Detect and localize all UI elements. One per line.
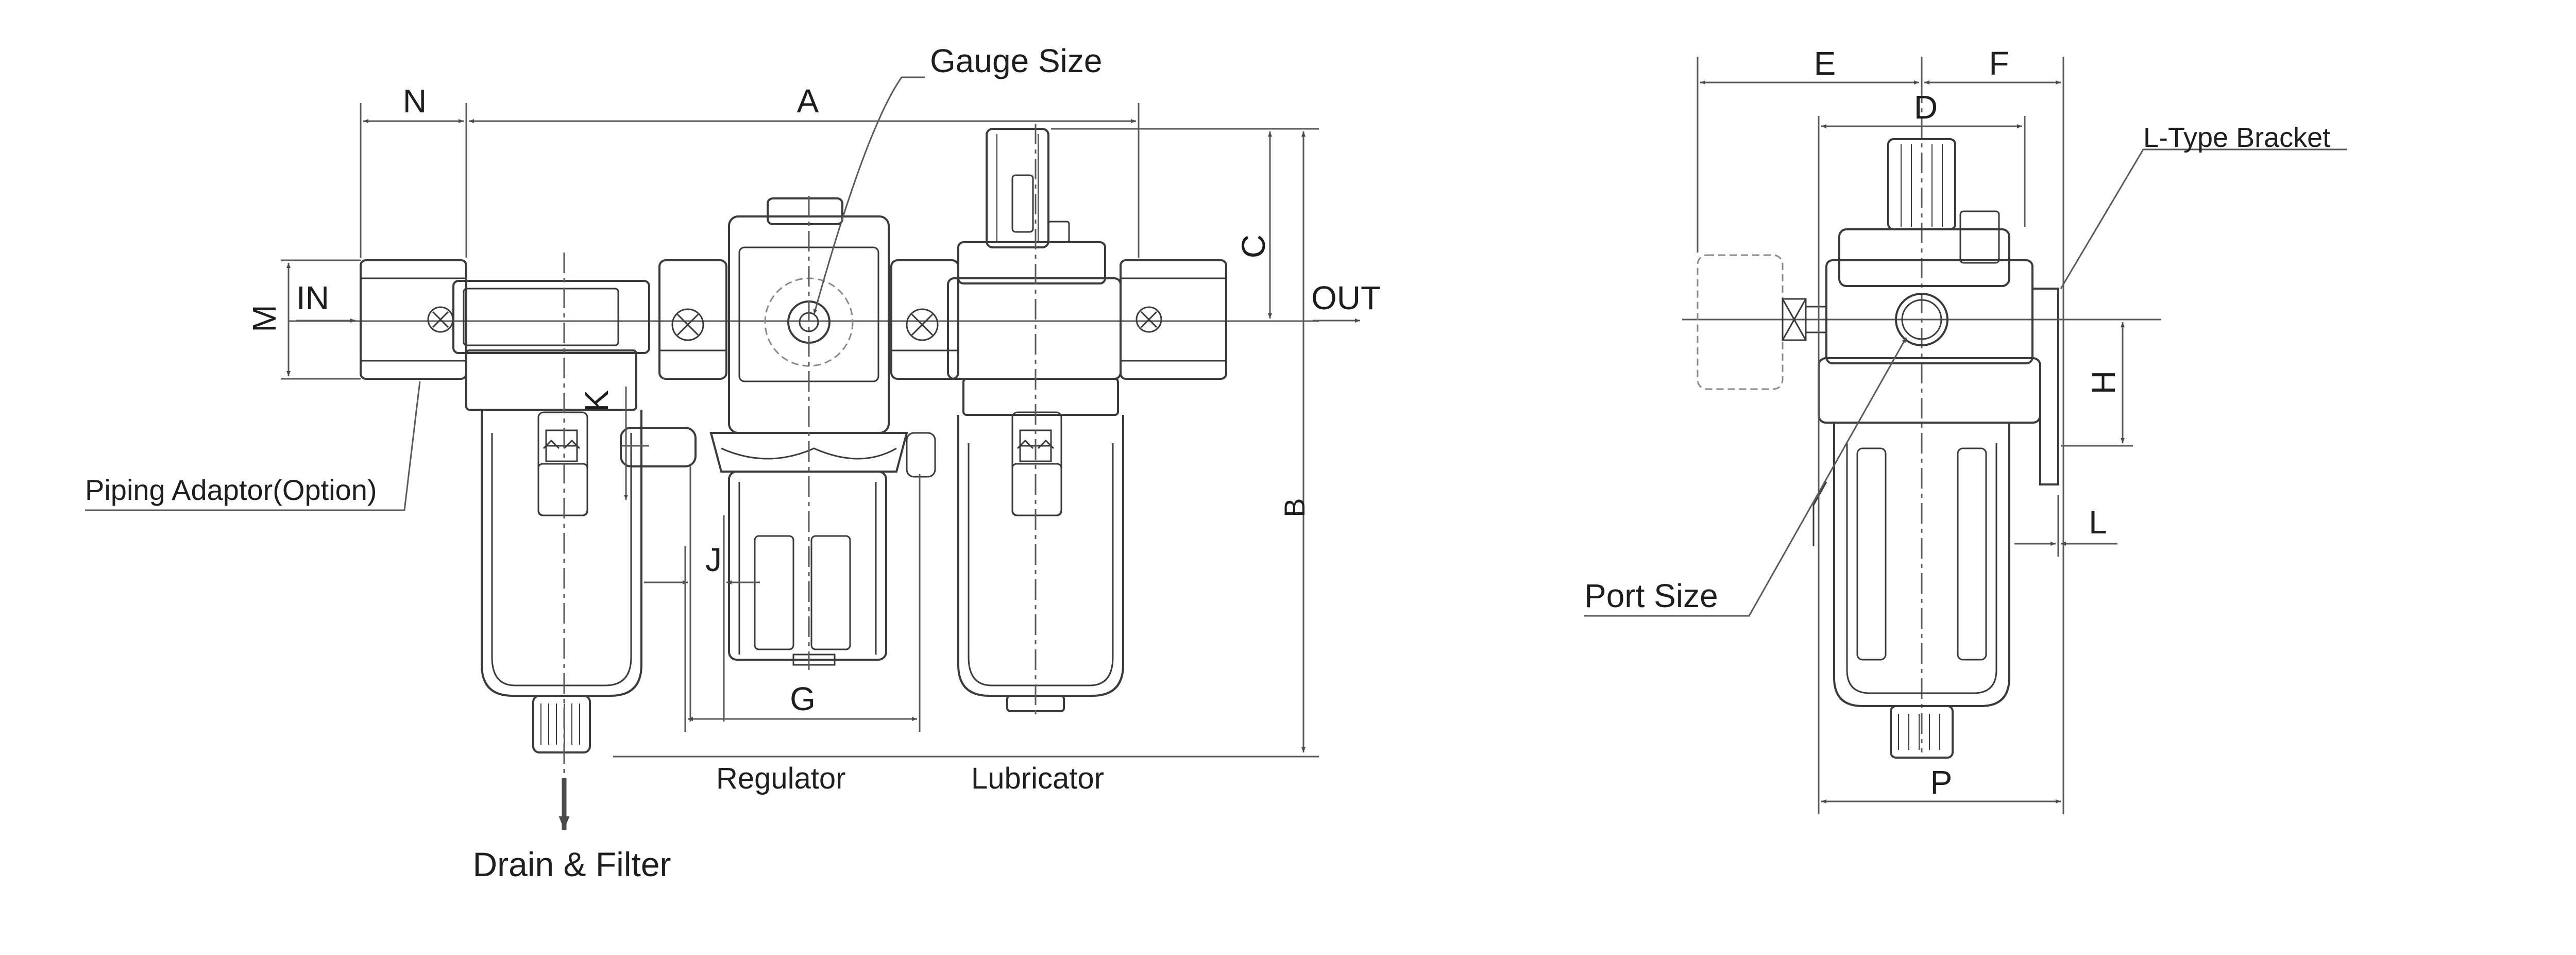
inlet-port-block	[360, 259, 467, 380]
dim-k-label: K	[578, 390, 615, 412]
dim-b-label: B	[1278, 498, 1311, 517]
drain-filter-callout: Drain & Filter	[472, 845, 671, 883]
side-port	[1895, 293, 1948, 346]
regulator-label: Regulator	[716, 762, 845, 795]
dim-l-label: L	[2089, 504, 2107, 541]
dim-h-label: H	[2085, 371, 2122, 394]
dim-g-label: G	[790, 680, 816, 717]
side-collar	[1818, 357, 2041, 424]
dim-c-label: C	[1235, 234, 1272, 258]
outlet-screw	[1136, 306, 1162, 333]
dim-m-label: M	[246, 305, 283, 332]
lubricator-unit	[947, 128, 1124, 712]
filter-drain-knob	[532, 695, 591, 753]
side-view-dimensions	[1584, 57, 2347, 814]
regulator-unit	[709, 197, 936, 666]
dim-d-label: D	[1914, 89, 1938, 126]
side-top-cap	[1887, 138, 2000, 264]
side-drain-knob	[1890, 705, 1954, 759]
lubricator-label: Lubricator	[971, 762, 1104, 795]
port-size-leader	[1584, 337, 1907, 617]
lubricator-cap	[986, 128, 1049, 248]
regulator-knob-collar	[709, 432, 908, 473]
side-view	[1682, 82, 2161, 759]
front-view-labels: N A Gauge Size C B M IN OUT K J G Piping…	[85, 42, 1381, 883]
piping-adaptor-leader	[85, 381, 421, 511]
in-port-label: IN	[296, 279, 329, 316]
dim-f-label: F	[1989, 45, 2009, 82]
dim-a-label: A	[797, 82, 819, 120]
filter-side-button	[620, 427, 697, 467]
l-type-bracket-callout: L-Type Bracket	[2143, 122, 2330, 153]
regulator-knob	[728, 471, 887, 661]
dim-p-label: P	[1930, 764, 1953, 801]
l-type-bracket	[2032, 288, 2059, 485]
side-body-top	[1838, 228, 2010, 287]
front-view	[289, 124, 1319, 773]
gauge-outline	[1697, 254, 1784, 390]
l-bracket-leader	[2060, 148, 2347, 289]
port-size-callout: Port Size	[1584, 577, 1718, 614]
side-body	[1825, 259, 2033, 364]
gauge-size-callout: Gauge Size	[930, 42, 1102, 79]
dim-e-label: E	[1814, 45, 1836, 82]
out-port-label: OUT	[1311, 279, 1381, 316]
dim-n-label: N	[403, 82, 427, 120]
front-view-dimensions	[85, 76, 1360, 830]
dim-j-label: J	[705, 541, 722, 578]
piping-adaptor-callout: Piping Adaptor(Option)	[85, 474, 377, 506]
left-connector	[658, 259, 727, 380]
side-view-labels: E F D L-Type Bracket H L Port Size P	[1584, 45, 2330, 801]
gauge-size-leader	[813, 76, 925, 315]
filter-unit	[452, 280, 650, 753]
